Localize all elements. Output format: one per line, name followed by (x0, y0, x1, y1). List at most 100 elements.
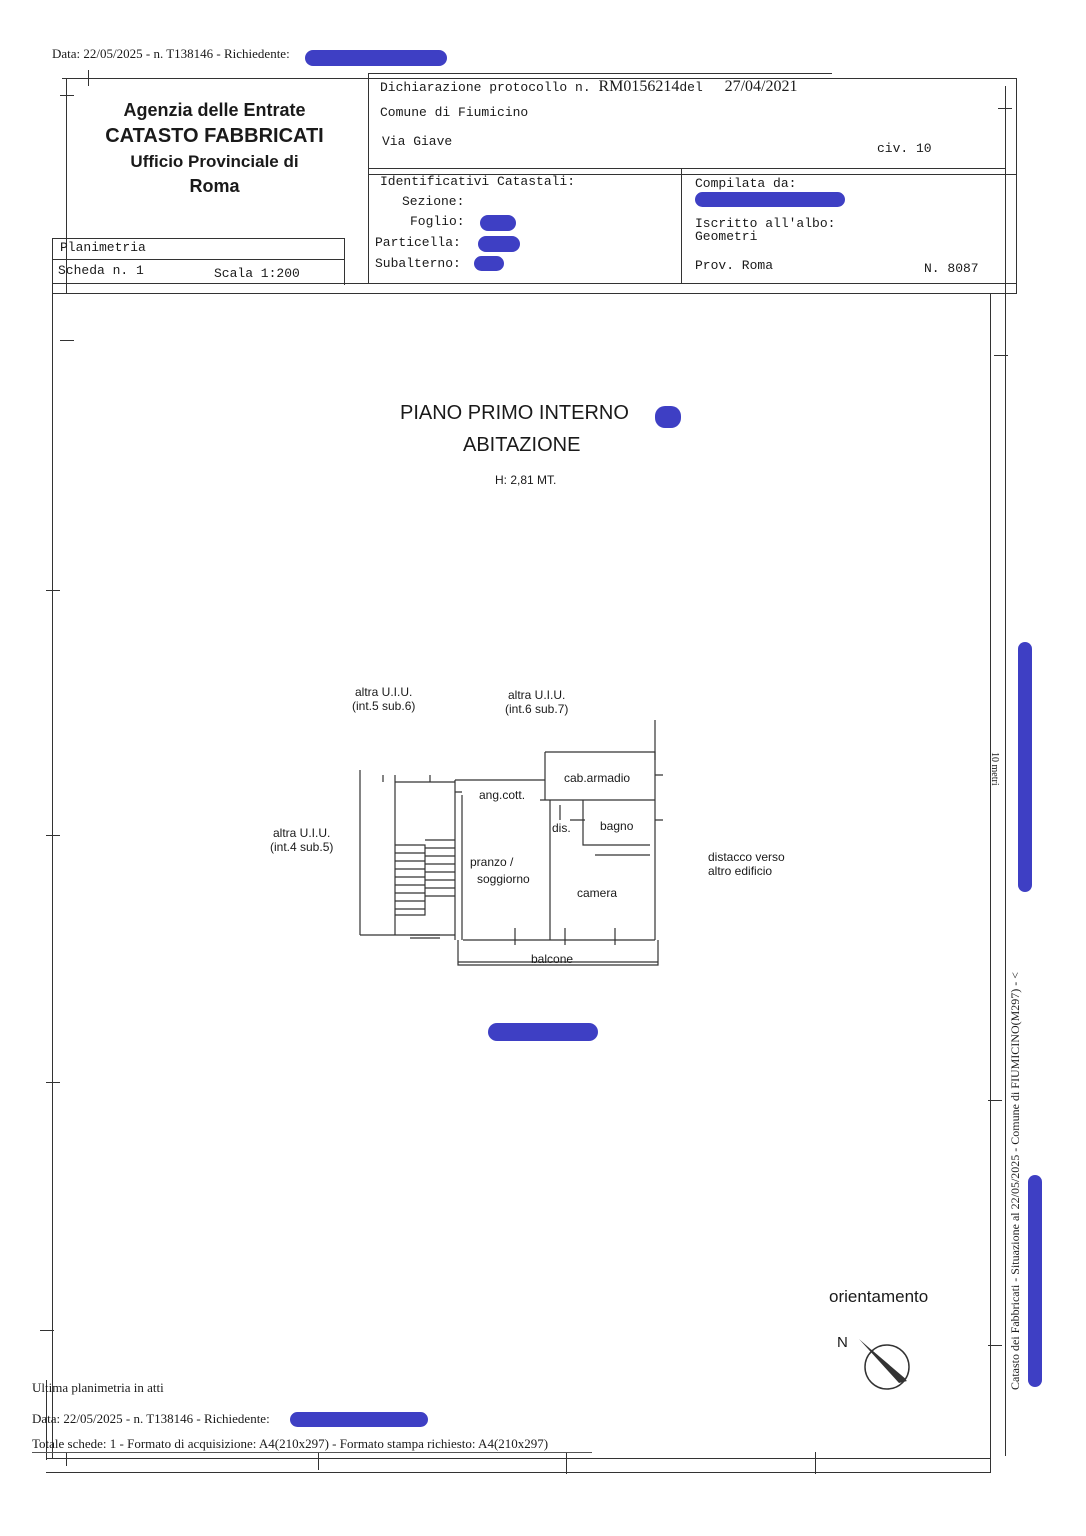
label-distacco-b: altro edificio (708, 864, 773, 878)
tick (566, 1452, 567, 1474)
redaction-side-top (1018, 642, 1032, 892)
room-pranzo: pranzo / (470, 855, 514, 869)
footer-totale: Totale schede: 1 - Formato di acquisizio… (32, 1436, 549, 1451)
agency-name: Agenzia delle Entrate (123, 100, 306, 120)
top-request-text: Data: 22/05/2025 - n. T138146 - Richiede… (52, 46, 290, 61)
frame-top (62, 78, 1017, 79)
floor-plan: cab.armadio ang.cott. dis. bagno pranzo … (359, 720, 663, 966)
tick (60, 95, 74, 96)
box-line (52, 238, 53, 285)
side-caption: Catasto dei Fabbricati - Situazione al 2… (1008, 971, 1022, 1390)
identifiers-title: Identificativi Catastali: (380, 174, 576, 189)
iscritto-label: Iscritto all'albo: (695, 216, 836, 231)
side-small-text: 10 metri (989, 752, 1000, 786)
room-soggiorno: soggiorno (477, 872, 530, 886)
label-int5-a: altra U.I.U. (355, 685, 413, 699)
decl-border-left (368, 73, 369, 283)
box-line (52, 259, 344, 260)
label-int4-a: altra U.I.U. (273, 826, 331, 840)
decl-divider (681, 168, 682, 283)
agency-block: Agenzia delle Entrate CATASTO FABBRICATI… (72, 100, 357, 197)
subalterno-label: Subalterno: (375, 256, 461, 271)
agency-city: Roma (189, 176, 240, 196)
tick (815, 1452, 816, 1474)
room-dis: dis. (552, 821, 571, 835)
label-int5-b: (int.5 sub.6) (352, 699, 416, 713)
particella-label: Particella: (375, 235, 461, 250)
frame-mid (52, 283, 1017, 284)
decl-border-bottom2 (368, 174, 1016, 175)
compiler-title: Compilata da: (695, 176, 797, 191)
redaction-street (488, 1023, 598, 1041)
room-bagno: bagno (600, 819, 634, 833)
tick (46, 1082, 60, 1083)
tick (46, 590, 60, 591)
footer-data: Data: 22/05/2025 - n. T138146 - Richiede… (32, 1411, 270, 1426)
frame-right (1005, 86, 1006, 1456)
decl-border-bottom (368, 168, 1005, 169)
protocol-del: del (679, 80, 703, 95)
frame-mid-2 (52, 293, 1017, 294)
label-int6-b: (int.6 sub.7) (505, 702, 569, 716)
tick (60, 340, 74, 341)
redaction-compiler (695, 192, 845, 207)
stair-flight (395, 844, 426, 916)
tick (66, 1452, 67, 1466)
entrance-door (410, 934, 440, 939)
room-cab-armadio: cab.armadio (564, 771, 630, 785)
top-request-line: Data: 22/05/2025 - n. T138146 - Richiede… (52, 46, 290, 62)
balcony (457, 940, 659, 966)
plan-title-text: PIANO PRIMO INTERNO (400, 402, 629, 424)
plan-use: ABITAZIONE (463, 434, 581, 456)
redaction-foglio (480, 215, 516, 231)
frame-bottom (46, 1458, 991, 1459)
orientation-label: orientamento (829, 1287, 929, 1306)
wall-bagno (582, 800, 650, 846)
scala-label: Scala 1:200 (214, 266, 300, 281)
tick (988, 1345, 1002, 1346)
compass-icon (859, 1339, 910, 1390)
redaction-subalterno (474, 256, 504, 271)
frame-left-upper (66, 78, 67, 293)
agency-office: Ufficio Provinciale di (130, 152, 299, 171)
foglio-label: Foglio: (410, 214, 465, 229)
room-camera: camera (577, 886, 617, 900)
numero-value: N. 8087 (924, 261, 979, 276)
plan-title: PIANO PRIMO INTERNO (400, 402, 629, 425)
frame-left-bottom (46, 1380, 47, 1460)
agency-catasto: CATASTO FABBRICATI (105, 125, 324, 147)
declaration-label: Dichiarazione protocollo n. (380, 80, 591, 95)
label-distacco-a: distacco verso (708, 850, 785, 864)
civico: civ. 10 (877, 141, 932, 156)
footer-ultima: Ultima planimetria in atti (32, 1380, 164, 1395)
redaction-interno (655, 406, 681, 428)
via: Via Giave (382, 134, 453, 149)
protocol-number: RM0156214 (598, 78, 680, 95)
tick (988, 1100, 1002, 1101)
declaration-protocol: Dichiarazione protocollo n. RM0156214del… (380, 78, 797, 96)
tick (998, 108, 1012, 109)
tick (88, 70, 89, 86)
redaction-footer (290, 1412, 428, 1427)
frame-right-upper (1016, 78, 1017, 293)
decl-border-top (368, 73, 832, 74)
room-balcone: balcone (531, 952, 573, 966)
sezione-label: Sezione: (402, 194, 465, 209)
label-int4-b: (int.4 sub.5) (270, 840, 334, 854)
label-int4: altra U.I.U. (int.4 sub.5) (270, 826, 333, 854)
label-int6-a: altra U.I.U. (508, 688, 566, 702)
tick (46, 835, 60, 836)
box-line (344, 238, 345, 285)
redaction-particella (478, 236, 520, 252)
plan-height: H: 2,81 MT. (495, 473, 557, 487)
room-ang-cott: ang.cott. (479, 788, 525, 802)
label-distacco: distacco verso altro edificio (708, 850, 785, 878)
prov-value: Prov. Roma (695, 258, 774, 273)
north-letter: N (837, 1334, 848, 1351)
scheda-label: Scheda n. 1 (58, 263, 144, 278)
redaction-top (305, 50, 447, 66)
footer-underline (32, 1452, 592, 1453)
tick (994, 355, 1008, 356)
label-int6: altra U.I.U. (int.6 sub.7) (505, 688, 568, 716)
protocol-date: 27/04/2021 (724, 78, 798, 95)
